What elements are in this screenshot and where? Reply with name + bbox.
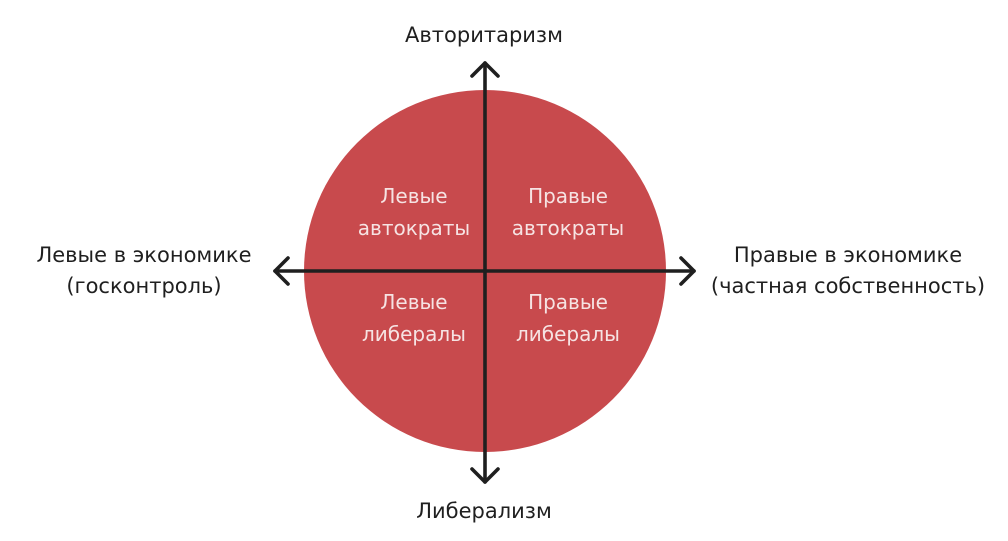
arrow-left-icon: [273, 256, 290, 286]
quadrant-right-liberals: Правые либералы: [488, 286, 648, 350]
quadrant-top-right-line1: Правые: [528, 184, 608, 208]
axis-label-liberalism: Либерализм: [334, 496, 634, 527]
axis-label-left-line1: Левые в экономике: [36, 243, 252, 267]
quadrant-left-liberals: Левые либералы: [334, 286, 494, 350]
axis-label-left-line2: (госконтроль): [66, 274, 222, 298]
quadrant-top-left-line1: Левые: [380, 184, 448, 208]
quadrant-right-autocrats: Правые автократы: [488, 180, 648, 244]
arrow-down-icon: [470, 467, 500, 484]
axis-label-authoritarianism: Авторитаризм: [334, 20, 634, 51]
quadrant-top-right-line2: автократы: [511, 216, 625, 240]
arrow-up-icon: [470, 61, 500, 78]
arrow-right-icon: [679, 256, 696, 286]
axis-label-economic-right: Правые в экономике (частная собственност…: [688, 240, 1008, 302]
quadrant-bottom-left-line1: Левые: [380, 290, 448, 314]
quadrant-left-autocrats: Левые автократы: [334, 180, 494, 244]
quadrant-bottom-left-line2: либералы: [362, 322, 466, 346]
quadrant-bottom-right-line2: либералы: [516, 322, 620, 346]
quadrant-bottom-right-line1: Правые: [528, 290, 608, 314]
axis-label-economic-left: Левые в экономике (госконтроль): [0, 240, 288, 302]
axis-label-bottom-text: Либерализм: [416, 499, 552, 523]
axis-label-right-line2: (частная собственность): [710, 274, 986, 298]
quadrant-top-left-line2: автократы: [357, 216, 471, 240]
axis-label-top-text: Авторитаризм: [405, 23, 563, 47]
axis-label-right-line1: Правые в экономике: [733, 243, 963, 267]
